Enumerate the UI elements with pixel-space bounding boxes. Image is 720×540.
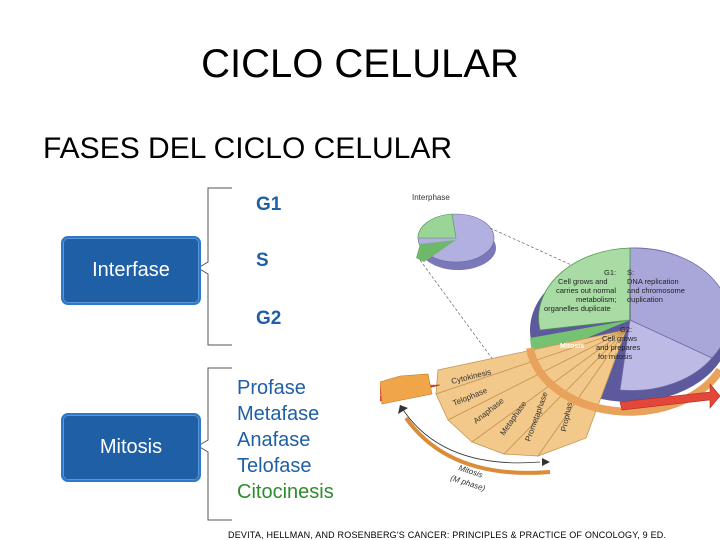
g1-label: G1:: [604, 268, 616, 277]
red-arrow-right: [619, 383, 720, 411]
big-pie-s-phase: [629, 247, 720, 359]
small-pie-label: Interphase: [412, 193, 450, 202]
s-label: S:: [627, 268, 634, 277]
g1-desc-1: Cell grows and: [558, 277, 608, 286]
mitosis-box: Mitosis: [61, 413, 201, 482]
interphase-bracket: [197, 187, 232, 346]
g1-desc-2: carries out normal: [556, 286, 616, 295]
connector-2: [419, 259, 516, 391]
g1-desc-4: organelles duplicate: [544, 304, 611, 313]
segment-prophase: [536, 329, 627, 457]
s-desc-3: duplication: [627, 295, 663, 304]
mitosis-phase-list: Profase Metafase Anafase Telofase Citoci…: [237, 375, 334, 505]
g2-label: G2:: [620, 325, 632, 334]
m-phase-arc-band: [404, 416, 551, 475]
big-pie-g2-phase: [619, 319, 713, 391]
mitosis-label: Mitosis: [99, 436, 163, 458]
phase-anafase: Anafase: [237, 429, 311, 451]
phase-g1: G1: [256, 194, 282, 215]
g2-desc-3: for mitosis: [598, 352, 632, 361]
small-pie-green-wedge: [416, 240, 456, 262]
mitosis-bracket: [197, 367, 232, 521]
phase-telofase: Telofase: [237, 455, 312, 477]
s-desc-2: and chromosome: [627, 286, 685, 295]
big-pie-g1-phase: [538, 247, 631, 331]
phase-g2: G2: [256, 308, 282, 329]
m-phase-arrowhead-2: [542, 458, 550, 466]
cell-cycle-figure: Interphase Cytokinesis Telophase Anaphas…: [380, 193, 720, 493]
page-title: CICLO CELULAR: [201, 42, 519, 86]
phase-metafase: Metafase: [237, 403, 320, 425]
small-pie-g1: [417, 213, 457, 239]
phase-citocinesis: Citocinesis: [237, 481, 334, 503]
orange-left-arrow: [380, 373, 433, 405]
phase-profase: Profase: [237, 377, 306, 399]
mitosis-ring-label: Mitosis: [560, 343, 584, 350]
m-phase-arc: [399, 404, 541, 464]
mitosis-ring-band: [526, 347, 720, 416]
s-desc-1: DNA replication: [627, 277, 679, 286]
g1-desc-3: metabolism;: [576, 295, 616, 304]
section-subtitle: FASES DEL CICLO CELULAR: [43, 132, 453, 165]
interfase-box: Interfase: [61, 236, 201, 305]
g2-desc-2: and prepares: [596, 343, 640, 352]
m-phase-arrowhead-1: [398, 405, 408, 414]
g2-desc-1: Cell grows: [602, 334, 637, 343]
citation-text: DEVITA, HELLMAN, AND ROSENBERG'S CANCER:…: [228, 530, 667, 540]
interfase-label: Interfase: [92, 259, 170, 281]
phase-s: S: [256, 250, 269, 271]
